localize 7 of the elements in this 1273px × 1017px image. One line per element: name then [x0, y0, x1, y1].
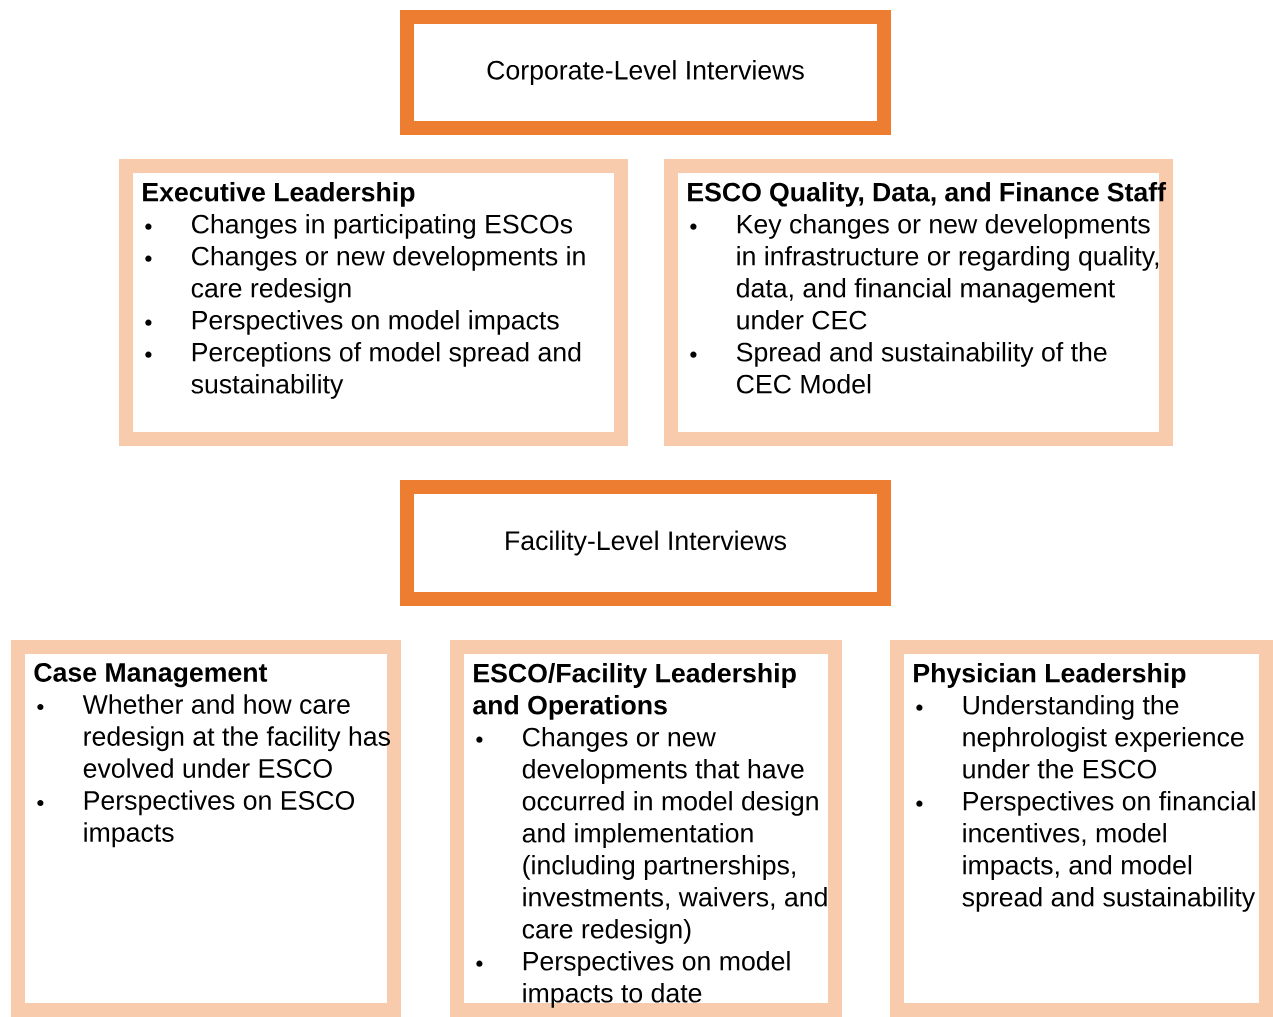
- section-header-box: Facility-Level Interviews: [400, 480, 891, 606]
- topic-box: ESCO Quality, Data, and Finance Staff Key changes or new developments in infrastructure or regarding quality, data, and financial management under CEC Spread and sustainability of the CEC Model: [664, 159, 1173, 446]
- section-header-box: Corporate-Level Interviews: [400, 10, 891, 135]
- topic-box: Executive Leadership Changes in participating ESCOs Changes or new developments in care redesign Perspectives on model impacts Perceptions of model spread and sustainability: [119, 159, 628, 446]
- topic-box: Case Management Whether and how care redesign at the facility has evolved under ESCO Perspectives on ESCO impacts: [11, 640, 401, 1017]
- topic-box: Physician Leadership Understanding the nephrologist experience under the ESCO Perspectives on financial incentives, model impacts, and model spread and sustainability: [890, 640, 1273, 1017]
- topic-box: ESCO/Facility Leadership and Operations Changes or new developments that have occurred in model design and implementation (including partnerships, investments, waivers, and care redesign) Perspectives on model impacts to date: [450, 640, 842, 1017]
